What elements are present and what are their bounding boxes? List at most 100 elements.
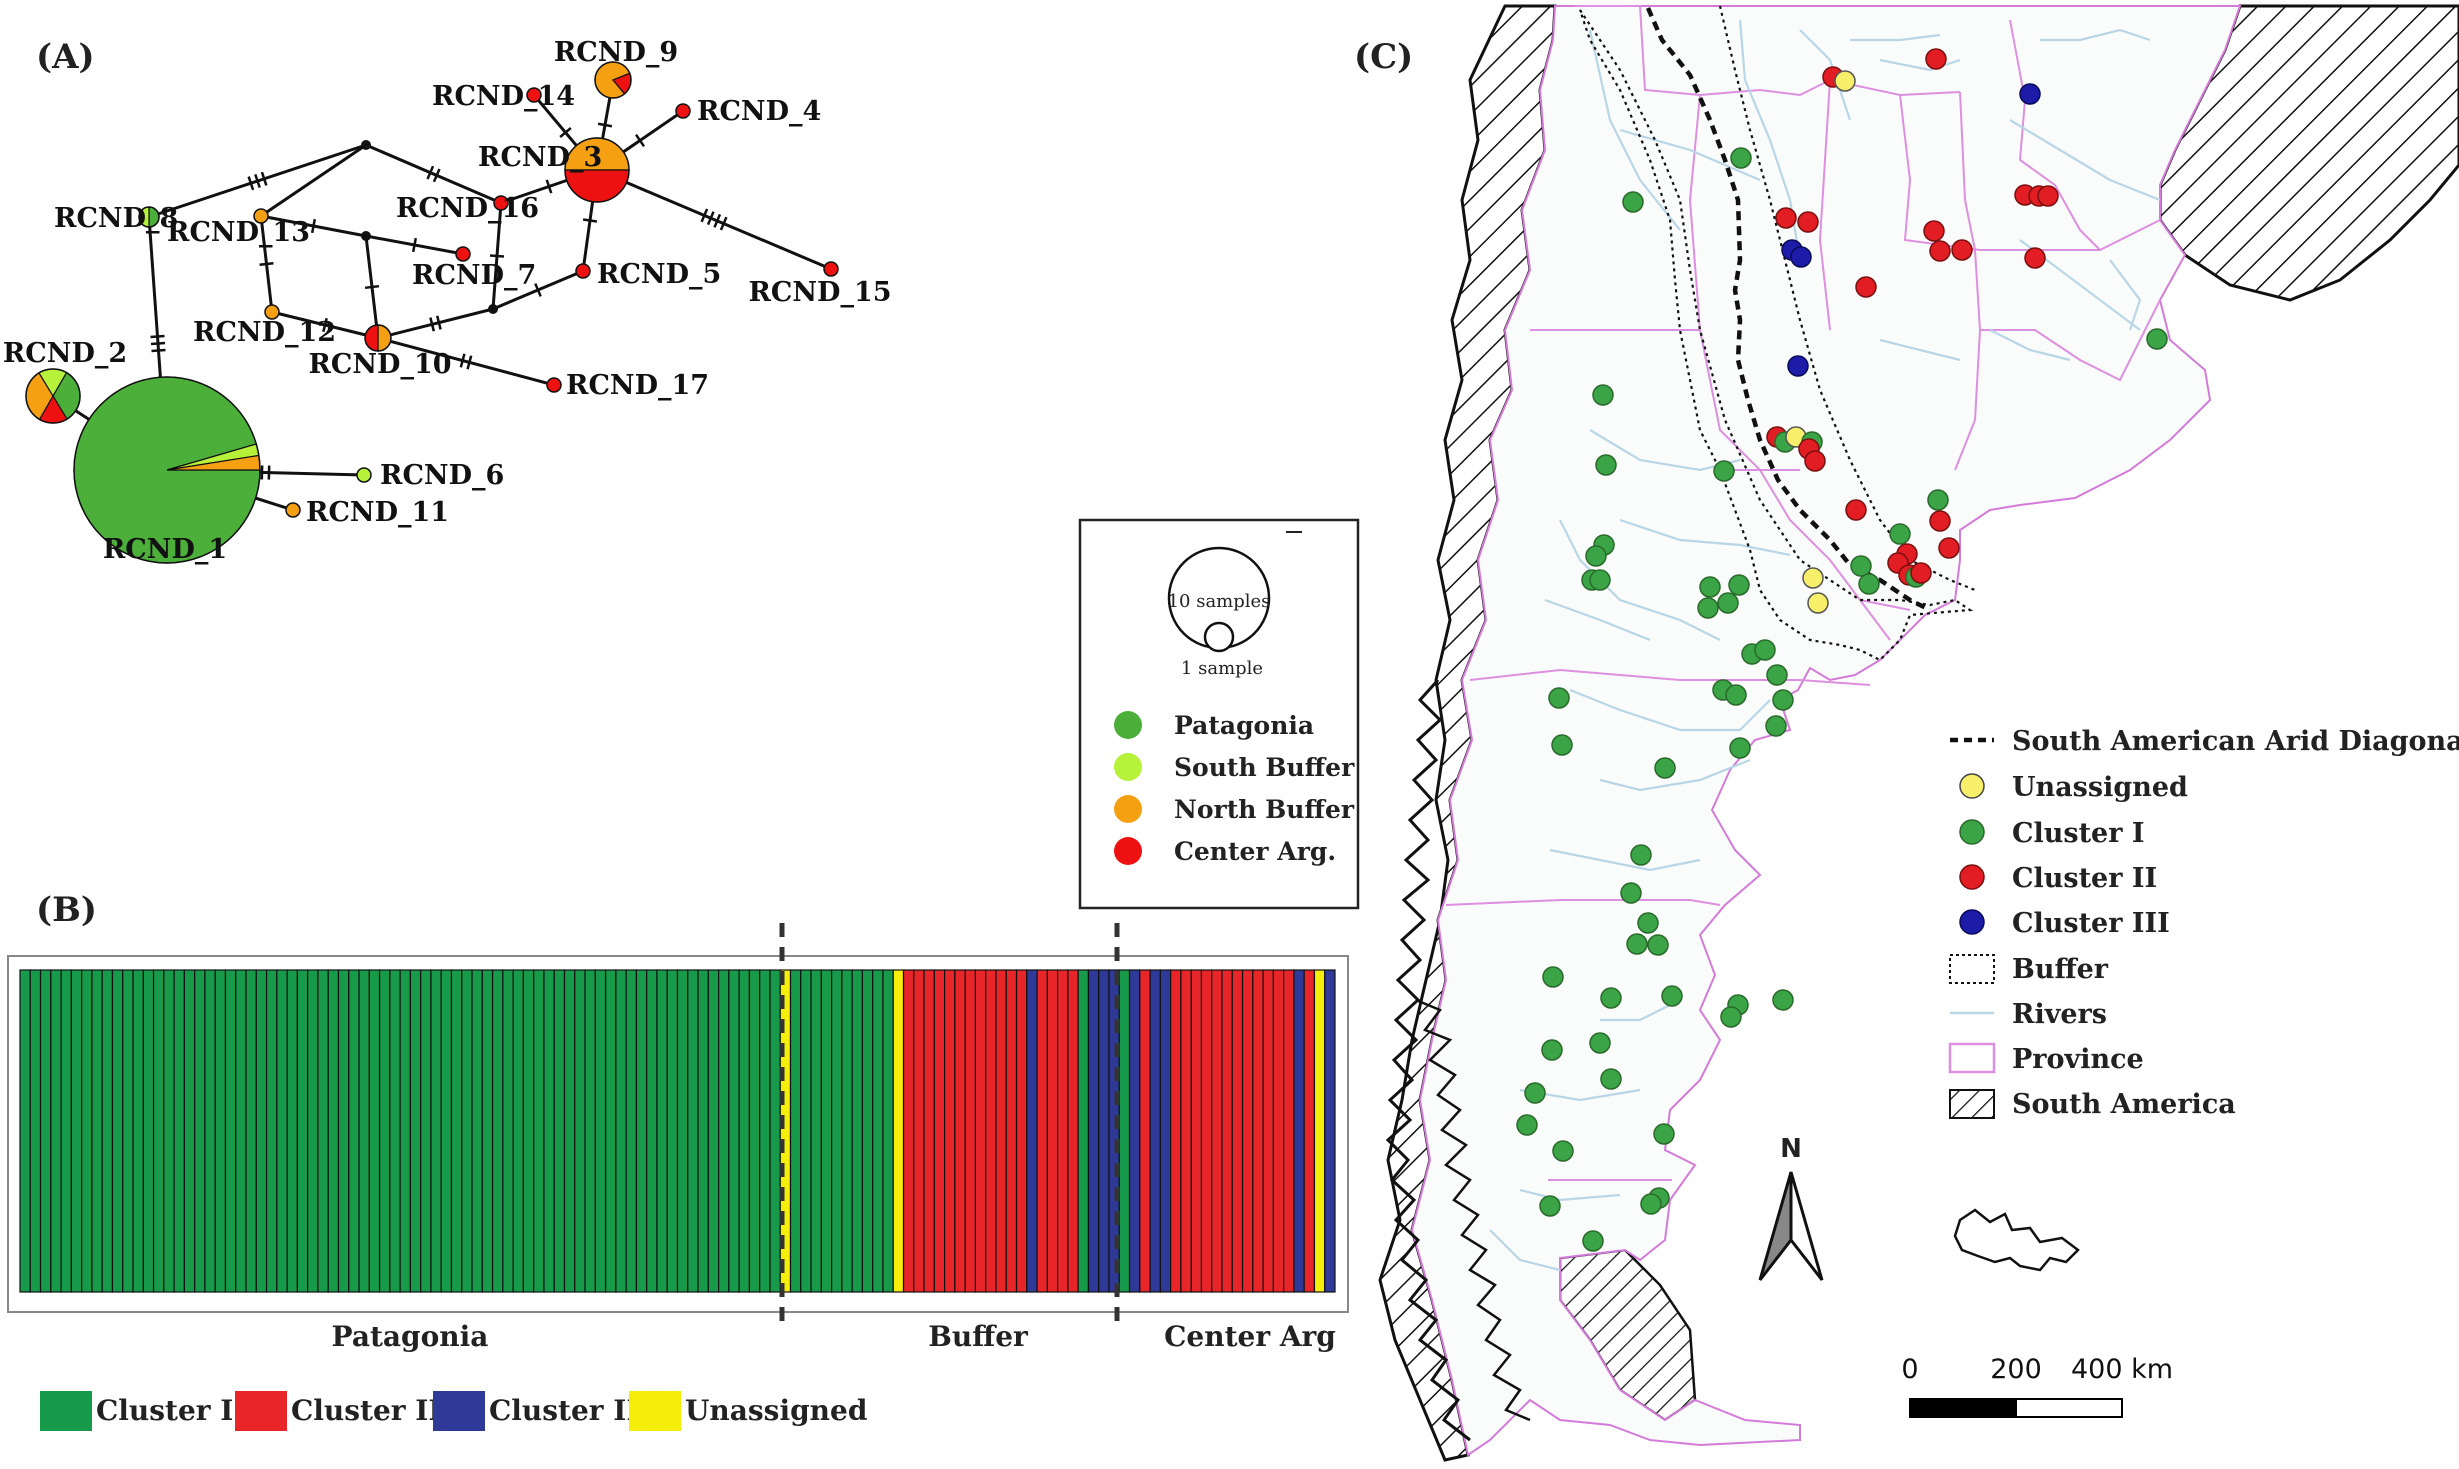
structure-bar bbox=[872, 969, 884, 1293]
structure-bar bbox=[1036, 969, 1048, 1293]
haplotype-label: RCND_9 bbox=[554, 37, 678, 68]
structure-bar bbox=[1067, 969, 1079, 1293]
map-sample-point bbox=[1600, 987, 1622, 1009]
structure-bar bbox=[1046, 969, 1059, 1293]
structure-bar bbox=[491, 969, 504, 1293]
structure-bar bbox=[635, 969, 648, 1293]
panel-b-label: (B) bbox=[36, 890, 97, 930]
median-vector-node bbox=[361, 140, 371, 150]
structure-bar bbox=[861, 969, 874, 1293]
mutation-tick bbox=[559, 127, 572, 138]
structure-bar bbox=[543, 969, 555, 1293]
median-vector-node bbox=[488, 304, 498, 314]
structure-bar bbox=[831, 969, 843, 1293]
structure-bar bbox=[317, 969, 329, 1293]
map-sample-point bbox=[1730, 147, 1752, 169]
structure-bar bbox=[1139, 969, 1151, 1293]
structure-bar bbox=[1252, 969, 1264, 1293]
map-sample-point bbox=[1929, 240, 1951, 262]
fjord-coastline bbox=[1385, 678, 1471, 1442]
map-sample-point bbox=[1910, 562, 1932, 584]
legend-item-label: South Buffer bbox=[1174, 753, 1355, 782]
legend-cluster-iii: Cluster III bbox=[2012, 908, 2170, 939]
size-circle-small bbox=[1203, 621, 1235, 653]
size-label-small: 1 sample bbox=[1181, 658, 1263, 679]
pie-slice bbox=[564, 169, 630, 203]
legend-unassigned-dot bbox=[1959, 773, 1985, 799]
mutation-tick bbox=[150, 341, 166, 346]
scale-bar-white-segment bbox=[2015, 1398, 2123, 1418]
haplotype-node bbox=[25, 368, 81, 424]
map-sample-point bbox=[1589, 569, 1611, 591]
mutation-tick bbox=[322, 317, 328, 333]
map-sample-point bbox=[1845, 499, 1867, 521]
legend-cluster-ii-dot bbox=[1959, 864, 1985, 890]
structure-bar bbox=[944, 969, 956, 1293]
size-label-large: 10 samples bbox=[1168, 591, 1271, 612]
arid-diagonal-line bbox=[1645, 7, 1932, 613]
pie-slice bbox=[493, 195, 509, 211]
map-sample-point bbox=[1765, 715, 1787, 737]
structure-bar bbox=[800, 969, 812, 1293]
map-sample-point bbox=[1925, 48, 1947, 70]
haplotype-label: RCND_13 bbox=[167, 217, 310, 248]
structure-bar bbox=[502, 969, 514, 1293]
median-vector-node bbox=[361, 231, 371, 241]
mutation-tick bbox=[435, 315, 442, 330]
structure-bar bbox=[913, 969, 925, 1293]
structure-frame bbox=[7, 955, 1349, 1313]
map-sample-point bbox=[1548, 687, 1570, 709]
legend-province-symbol bbox=[1948, 1042, 1996, 1074]
pie-outline bbox=[594, 61, 632, 99]
structure-bar bbox=[245, 969, 257, 1293]
structure-bar bbox=[440, 969, 453, 1293]
map-sample-point bbox=[1524, 1082, 1546, 1104]
legend-arid-diagonal: South American Arid Diagonal bbox=[2012, 726, 2459, 757]
haplotype-label: RCND_7 bbox=[412, 260, 536, 291]
structure-bar bbox=[307, 969, 319, 1293]
haplotype-node bbox=[73, 376, 261, 564]
haplotype-label: RCND_1 bbox=[103, 534, 227, 565]
structure-bar bbox=[533, 969, 545, 1293]
haplotype-label: RCND_10 bbox=[308, 349, 451, 380]
structure-bar bbox=[584, 969, 596, 1293]
structure-bar bbox=[1303, 969, 1316, 1293]
legend-buffer: Buffer bbox=[2012, 954, 2109, 985]
structure-bar bbox=[563, 969, 576, 1293]
structure-bar bbox=[604, 969, 617, 1293]
map-sample-point bbox=[1653, 1123, 1675, 1145]
network-edge bbox=[596, 168, 832, 271]
scale-bar-black-segment bbox=[1910, 1399, 2016, 1417]
legend-item-label: North Buffer bbox=[1174, 795, 1355, 824]
map-sample-points bbox=[1516, 48, 2168, 1252]
scale-bar-frame bbox=[1909, 1398, 2123, 1418]
falkland-islands bbox=[1953, 1208, 2080, 1272]
map-sample-point bbox=[1725, 684, 1747, 706]
pie-slice bbox=[364, 324, 379, 352]
scale-label-200: 200 bbox=[1990, 1354, 2042, 1385]
mutation-tick bbox=[254, 173, 261, 189]
structure-bar bbox=[204, 969, 216, 1293]
mutation-tick bbox=[364, 284, 380, 290]
legend-rivers: Rivers bbox=[2012, 999, 2107, 1030]
structure-bar bbox=[1149, 969, 1161, 1293]
map-sample-point bbox=[1889, 523, 1911, 545]
structure-legend-label: Cluster I bbox=[96, 1394, 233, 1427]
map-sample-point bbox=[1797, 211, 1819, 233]
structure-bar bbox=[337, 969, 350, 1293]
legend-color-dot bbox=[1114, 753, 1142, 781]
structure-bar bbox=[923, 969, 935, 1293]
map-sample-point bbox=[1620, 882, 1642, 904]
haplotype-label: RCND_4 bbox=[697, 96, 821, 127]
map-sample-point bbox=[2037, 185, 2059, 207]
structure-bar bbox=[707, 969, 720, 1293]
haplotype-label: RCND_2 bbox=[3, 338, 127, 369]
map-sample-point bbox=[1637, 912, 1659, 934]
structure-bar bbox=[892, 969, 905, 1293]
province-boundaries bbox=[1445, 5, 2161, 1181]
legend-south-america-symbol bbox=[1949, 1089, 1995, 1119]
structure-bar bbox=[666, 969, 679, 1293]
structure-bar bbox=[50, 969, 62, 1293]
panel-a-label: (A) bbox=[36, 37, 95, 77]
map-sample-point bbox=[1647, 934, 1669, 956]
